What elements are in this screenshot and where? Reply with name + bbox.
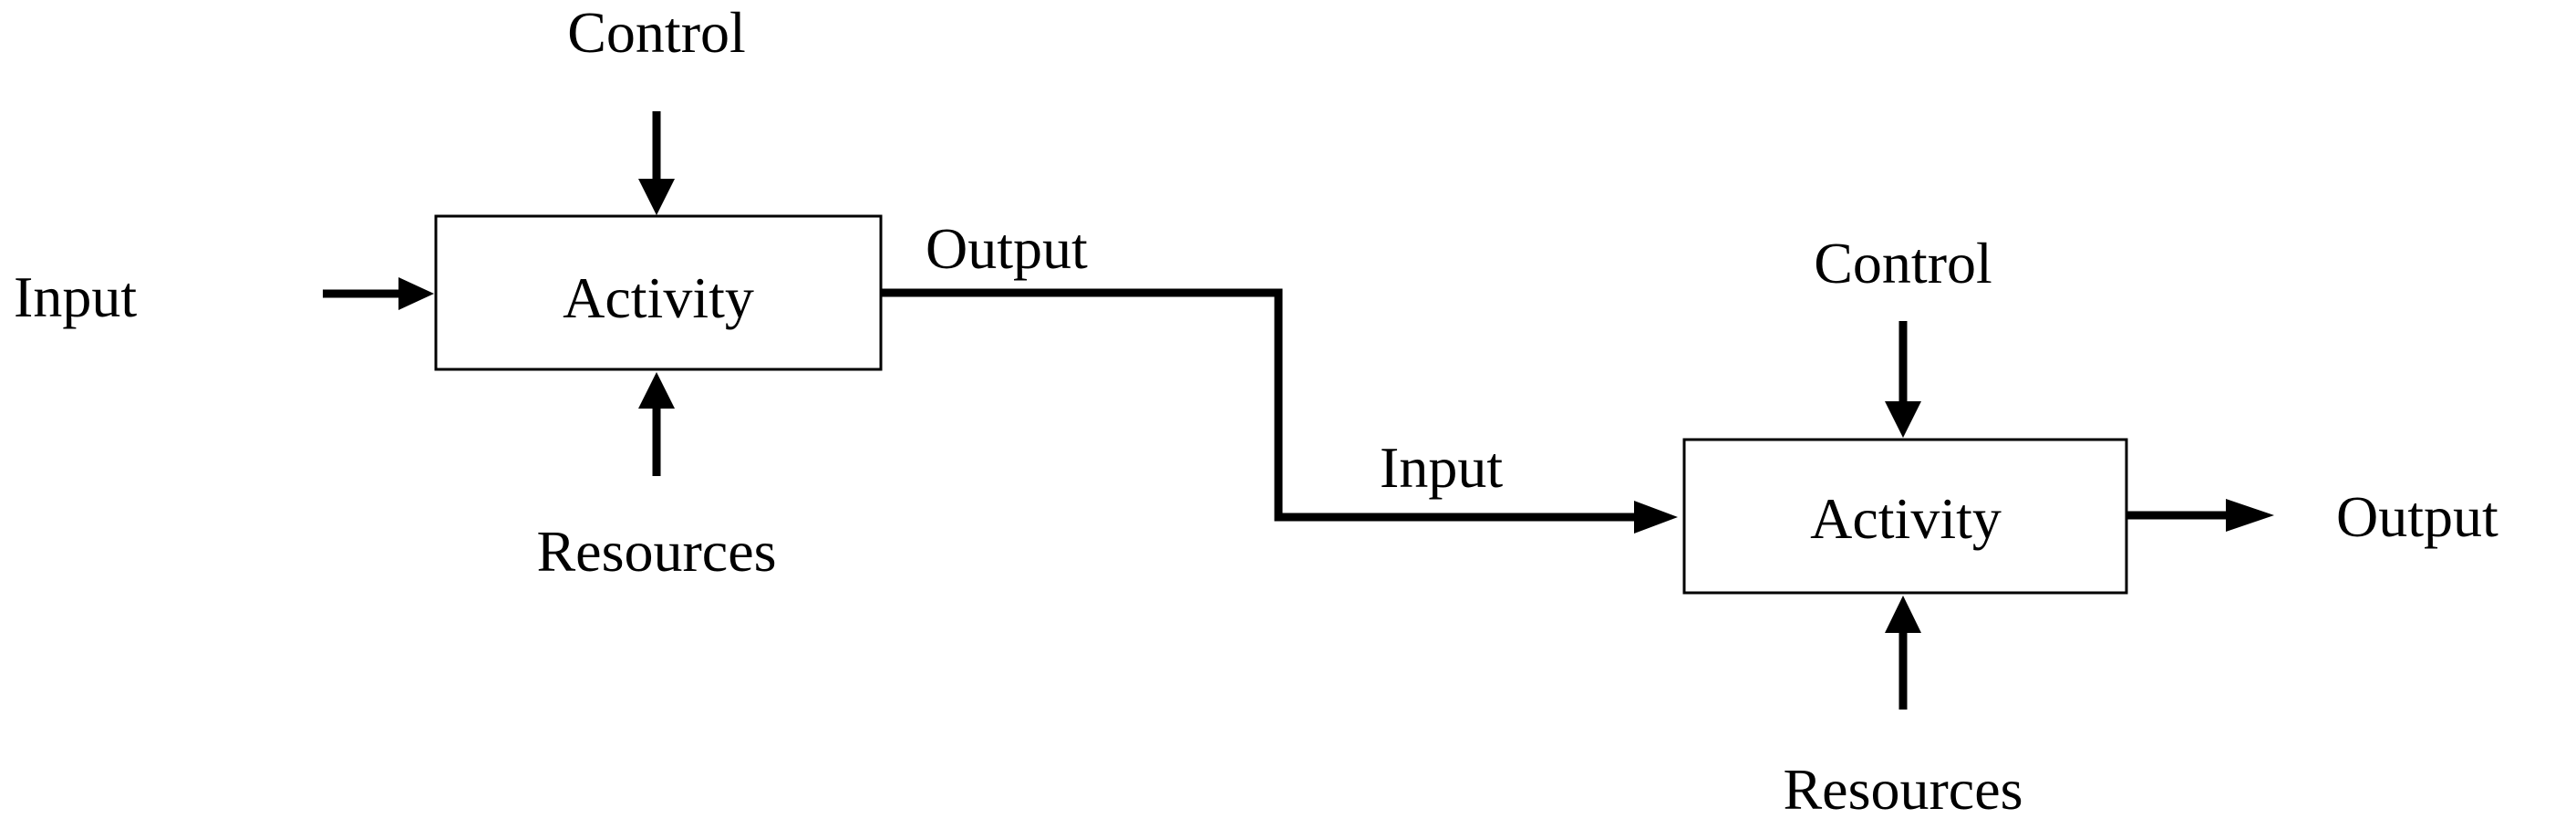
activity-1-control-label: Control bbox=[567, 0, 746, 65]
activity-1-input-arrow bbox=[323, 277, 434, 310]
activity-1: Activity Control Resources Input Output bbox=[14, 0, 1088, 584]
activity-1-resources-label: Resources bbox=[536, 519, 776, 584]
activity-2-input-label: Input bbox=[1380, 435, 1503, 500]
activity-2-control-label: Control bbox=[1814, 231, 1992, 295]
activity-2-control-arrow bbox=[1885, 321, 1921, 438]
activity-1-resources-arrow bbox=[638, 372, 675, 476]
activity-2-resources-label: Resources bbox=[1783, 757, 2023, 822]
output-to-input-connector bbox=[881, 288, 1678, 534]
activity-1-box bbox=[434, 214, 883, 371]
activity-1-control-arrow bbox=[638, 111, 675, 215]
activity-1-input-label: Input bbox=[14, 264, 137, 329]
activity-2-resources-arrow bbox=[1885, 596, 1921, 710]
activity-1-output-label: Output bbox=[926, 216, 1088, 281]
activity-1-label: Activity bbox=[563, 265, 754, 330]
activity-2-output-arrow bbox=[2126, 499, 2274, 532]
activity-2: Input Activity Control Resources Output bbox=[1380, 231, 2498, 822]
activity-2-output-label: Output bbox=[2336, 484, 2498, 549]
activity-2-label: Activity bbox=[1810, 486, 2002, 551]
